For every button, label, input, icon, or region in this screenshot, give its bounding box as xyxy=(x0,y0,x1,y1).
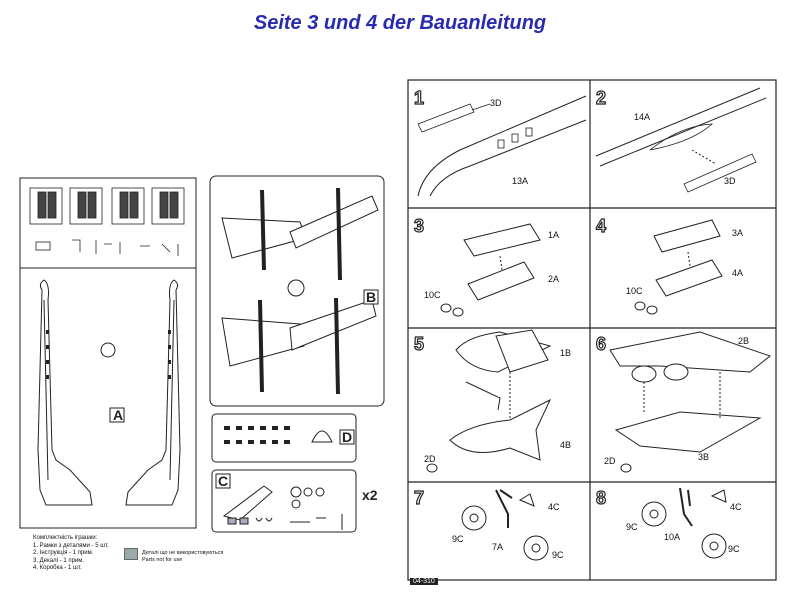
step-8-number: 8 xyxy=(596,488,606,508)
note-line-2: Parts not for use xyxy=(142,557,183,563)
step-5: 5 1B 4B 2D xyxy=(413,329,571,473)
step-3: 3 1A 2A 10C xyxy=(413,215,559,317)
step-2-label-14a: 14A xyxy=(634,112,650,122)
step-7-label-4c: 4C xyxy=(548,502,560,512)
step-8: 8 4C 9C 10A 9C xyxy=(595,487,742,559)
sprue-d xyxy=(211,413,357,463)
legend-item: 4. Коробка - 1 шт. xyxy=(33,565,82,571)
step-8-label-9c-right: 9C xyxy=(728,544,740,554)
step-7-label-9c-left: 9C xyxy=(452,534,464,544)
step-6-number: 6 xyxy=(596,334,606,354)
step-1: 1 3D 13A xyxy=(413,87,587,197)
step-3-label-2a: 2A xyxy=(548,274,559,284)
unused-parts-swatch xyxy=(124,548,138,560)
step-8-label-4c: 4C xyxy=(730,502,742,512)
step-4-label-10c: 10C xyxy=(626,286,643,296)
step-4-label-4a: 4A xyxy=(732,268,743,278)
step-7-number: 7 xyxy=(414,488,424,508)
step-6-label-2b: 2B xyxy=(738,336,749,346)
step-3-label-1a: 1A xyxy=(548,230,559,240)
note-line-1: Деталі що не використовуються xyxy=(142,550,224,556)
step-3-number: 3 xyxy=(414,216,424,236)
step-8-label-10a: 10A xyxy=(664,532,680,542)
step-4: 4 3A 4A 10C xyxy=(595,215,743,315)
step-1-label-3d: 3D xyxy=(490,98,502,108)
step-3-label-10c: 10C xyxy=(424,290,441,300)
legend-heading: Комплектність іграшки: xyxy=(33,535,98,541)
step-5-label-4b: 4B xyxy=(560,440,571,450)
step-5-label-2d: 2D xyxy=(424,454,436,464)
step-6-label-3b: 3B xyxy=(698,452,709,462)
sprue-a-letter: A xyxy=(113,407,123,423)
step-2-number: 2 xyxy=(596,88,606,108)
steps-frame xyxy=(407,79,777,581)
x2-label: x2 xyxy=(362,487,378,503)
step-2: 2 14A 3D xyxy=(595,87,767,193)
legend-item: 2. Інструкція - 1 прим. xyxy=(33,550,94,556)
unused-parts-note: Деталі що не використовуються Parts not … xyxy=(142,550,223,564)
sprue-a xyxy=(19,177,197,529)
step-4-number: 4 xyxy=(596,216,606,236)
step-1-number: 1 xyxy=(414,88,424,108)
sprue-d-letter: D xyxy=(342,429,352,445)
step-7-label-7a: 7A xyxy=(492,542,503,552)
sprue-b-letter: B xyxy=(366,289,376,305)
step-4-label-3a: 3A xyxy=(732,228,743,238)
step-6-label-2d: 2D xyxy=(604,456,616,466)
legend-item: 3. Декалі - 1 прим. xyxy=(33,557,85,564)
sprue-b xyxy=(209,175,385,407)
page-title: Seite 3 und 4 der Bauanleitung xyxy=(253,12,547,34)
step-2-label-3d: 3D xyxy=(724,176,736,186)
step-8-label-9c-left: 9C xyxy=(626,522,638,532)
sprue-c-letter: C xyxy=(218,473,228,489)
kit-code: 04-310 xyxy=(410,578,438,585)
step-7-label-9c-right: 9C xyxy=(552,550,564,560)
sprue-c xyxy=(211,469,357,533)
step-5-label-1b: 1B xyxy=(560,348,571,358)
step-7: 7 4C 9C 7A 9C xyxy=(413,487,564,561)
step-5-number: 5 xyxy=(414,334,424,354)
step-1-label-13a: 13A xyxy=(512,176,528,186)
legend-item: 1. Рамки з деталями - 5 шт. xyxy=(33,542,109,549)
step-6: 6 2B 3B 2D xyxy=(595,331,772,473)
contents-legend: Комплектність іграшки: 1. Рамки з деталя… xyxy=(33,535,109,573)
